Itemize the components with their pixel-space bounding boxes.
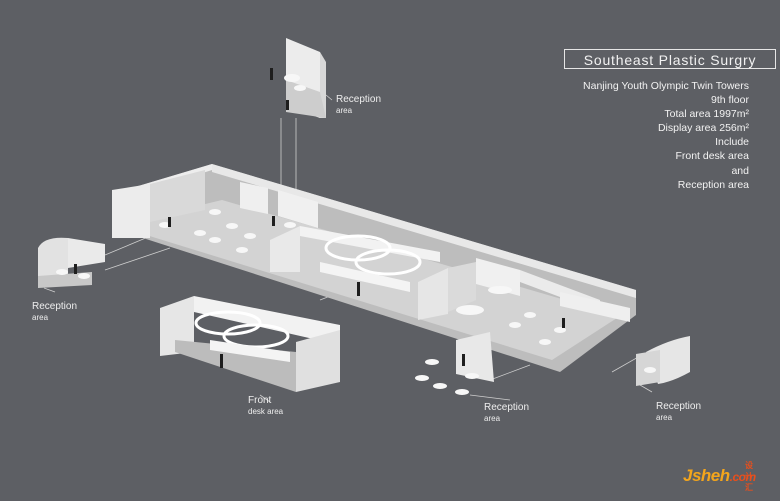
callout-left-line1: Reception xyxy=(32,301,78,312)
info-floor: 9th floor xyxy=(711,94,749,107)
info-reception: Reception area xyxy=(677,178,749,191)
left-reception-pod xyxy=(38,237,105,288)
callout-top-line1: Reception xyxy=(336,94,382,105)
info-total-area: Total area 1997m² xyxy=(664,108,749,121)
watermark-cn: 设计汇 xyxy=(745,461,753,492)
callout-left-reception: Reception area xyxy=(32,301,77,323)
callout-bottom-line2: area xyxy=(484,414,501,423)
info-front-desk: Front desk area xyxy=(675,150,749,163)
watermark-logo: Jsheh.com 设计汇 xyxy=(683,461,757,492)
front-desk-model xyxy=(160,296,340,392)
callout-front-line1: Front xyxy=(248,395,272,406)
callout-front-desk: Front desk area xyxy=(248,395,283,417)
callout-bottom-line1: Reception xyxy=(484,402,530,413)
info-include: Include xyxy=(715,136,749,149)
right-reception-pod xyxy=(636,336,690,386)
watermark-suffix: .com xyxy=(729,470,757,484)
info-and: and xyxy=(731,164,749,177)
bottom-reception-pod xyxy=(415,332,494,395)
callout-left-line2: area xyxy=(32,313,49,322)
callout-right-reception: Reception area xyxy=(656,401,701,423)
project-title: Southeast Plastic Surgry xyxy=(564,49,776,69)
callout-front-line2: desk area xyxy=(248,407,284,416)
callout-right-line2: area xyxy=(656,413,673,422)
info-location: Nanjing Youth Olympic Twin Towers xyxy=(583,80,749,92)
watermark-main: Jsheh xyxy=(683,466,730,485)
callout-right-line1: Reception xyxy=(656,401,702,412)
callout-bottom-reception: Reception area xyxy=(484,402,529,424)
project-info: Nanjing Youth Olympic Twin Towers 9th fl… xyxy=(583,79,749,192)
callout-top-line2: area xyxy=(336,106,353,115)
callout-top-reception: Reception area xyxy=(336,94,381,116)
top-reception-pod xyxy=(270,38,326,118)
main-floor-model xyxy=(112,164,636,372)
info-display-area: Display area 256m² xyxy=(657,122,749,135)
